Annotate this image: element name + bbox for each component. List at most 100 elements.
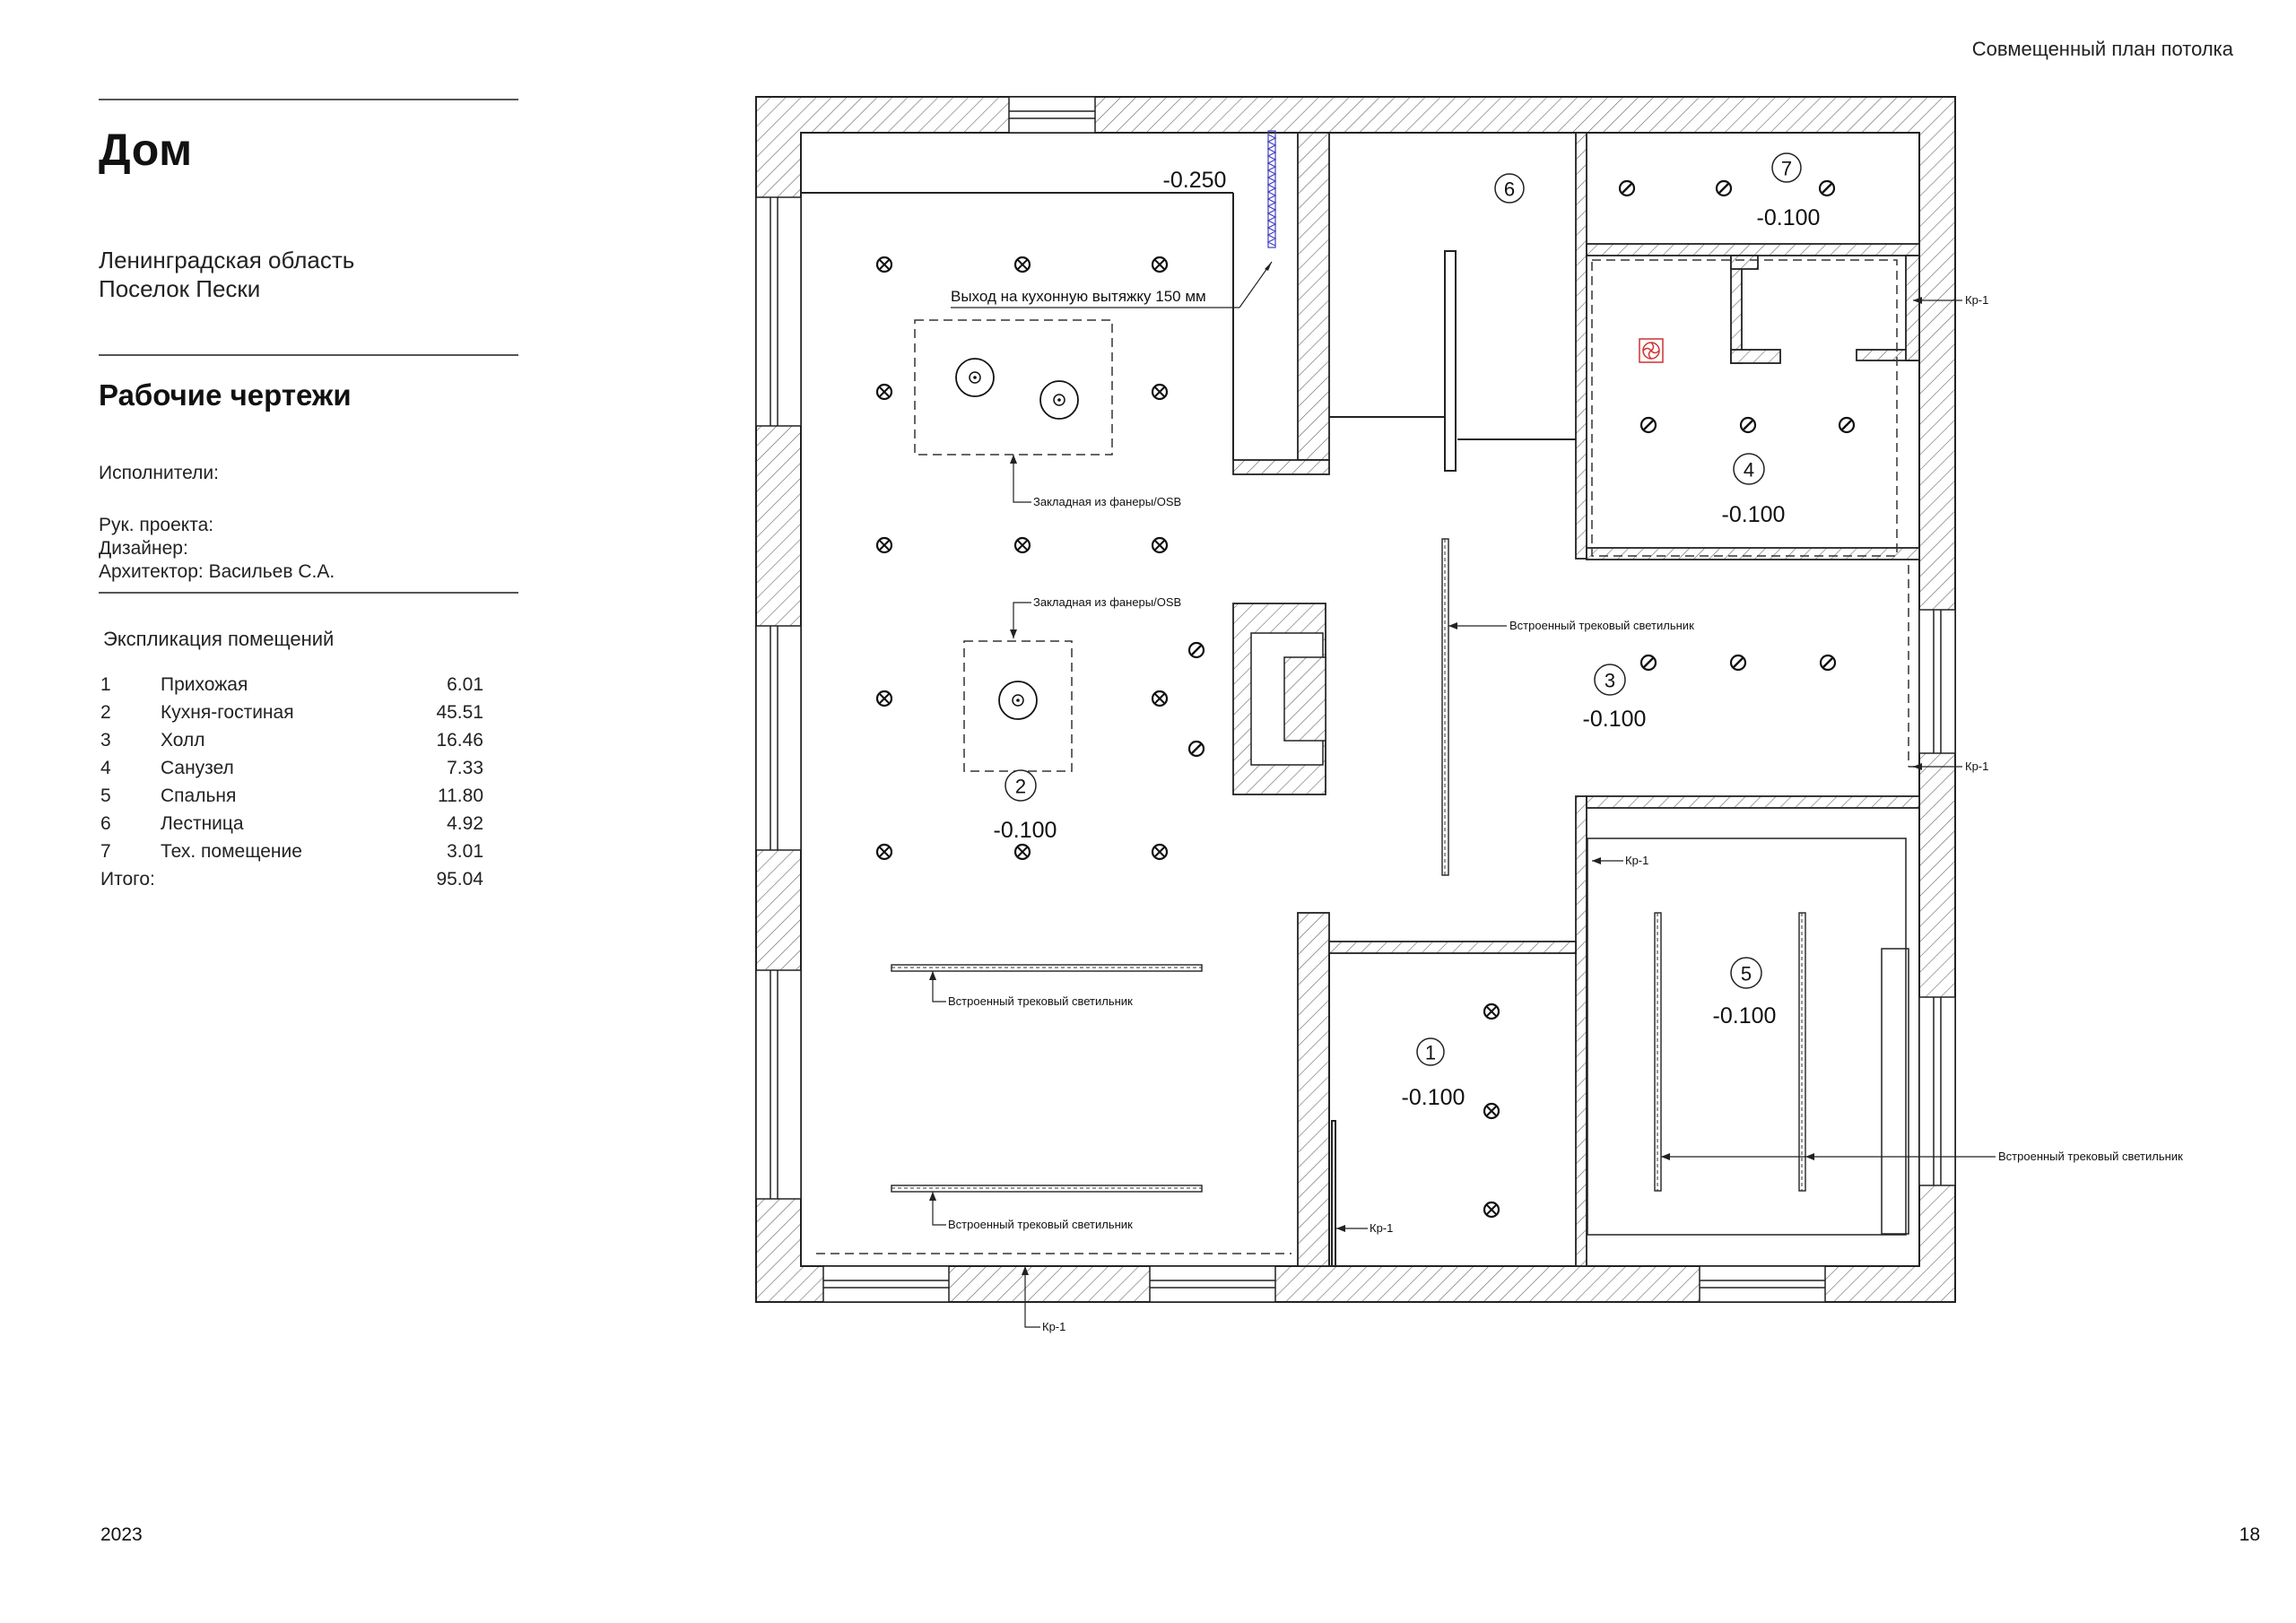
total-label: Итого: <box>100 869 155 890</box>
leader-arrows <box>929 262 1922 1275</box>
performers-label: Исполнители: <box>99 463 219 483</box>
spot-light-icon <box>1819 654 1837 672</box>
level-kitchen-box: -0.250 <box>1163 168 1227 193</box>
room-area: 11.80 <box>438 785 483 806</box>
room-marker-label-2: 2 <box>1015 776 1026 798</box>
spot-light-icon <box>1151 536 1169 554</box>
room-area: 7.33 <box>447 758 483 778</box>
section-title: Рабочие чертежи <box>99 378 352 412</box>
room-marker-label-3: 3 <box>1605 670 1615 692</box>
room-area: 6.01 <box>447 674 483 695</box>
room-number: 2 <box>100 702 111 723</box>
total-area: 95.04 <box>436 869 483 890</box>
room-name: Лестница <box>161 813 244 834</box>
spot-light-icon <box>1838 416 1856 434</box>
spot-light-icon <box>875 536 893 554</box>
track-light-dashes <box>891 539 1803 1191</box>
windows <box>755 96 1956 1303</box>
address-settlement: Поселок Пески <box>99 275 261 302</box>
vent-fan-icon <box>1639 338 1664 363</box>
spot-light-icon <box>875 256 893 273</box>
spot-light-icon <box>1151 843 1169 861</box>
room-marker-1 <box>1416 1037 1445 1066</box>
pendant-light-icon <box>955 358 995 397</box>
level-room-1: -0.100 <box>1402 1085 1465 1110</box>
plywood-annotation-1: Закладная из фанеры/OSB <box>1033 495 1181 508</box>
spot-light-icon <box>1151 690 1169 707</box>
partition-lines <box>801 192 1576 1267</box>
page-title: Дом <box>99 125 193 175</box>
room-marker-label-6: 6 <box>1504 178 1515 201</box>
leader-lines <box>932 261 1996 1328</box>
track-lights <box>891 538 1806 1193</box>
level-room-5: -0.100 <box>1713 1003 1777 1028</box>
hood-duct-icon <box>1266 130 1277 248</box>
room-marker-3 <box>1594 664 1626 696</box>
spot-light-icon <box>1639 654 1657 672</box>
column <box>1232 603 1326 795</box>
page-number: 18 <box>2239 1524 2260 1545</box>
plywood-annotation-2: Закладная из фанеры/OSB <box>1033 595 1181 609</box>
room-number: 1 <box>100 674 111 695</box>
spot-light-icon <box>875 690 893 707</box>
spot-light-icon <box>1715 179 1733 197</box>
table-row: 6 Лестница 4.92 <box>100 810 483 838</box>
room-marker-2 <box>1004 769 1037 802</box>
hood-annotation: Выход на кухонную вытяжку 150 мм <box>951 288 1206 305</box>
track-light-annotation-3: Встроенный трековый светильник <box>1509 619 1694 632</box>
room-name: Холл <box>161 730 205 751</box>
spot-light-icon <box>1151 383 1169 401</box>
kr-annotation-2: Кр-1 <box>1965 759 1988 773</box>
spot-light-icon <box>1483 1102 1500 1120</box>
kr-annotation-5: Кр-1 <box>1042 1320 1065 1333</box>
spot-light-icon <box>1187 641 1205 659</box>
spot-light-icon <box>875 383 893 401</box>
interior-walls <box>1232 132 1920 1267</box>
kr-annotation-1: Кр-1 <box>1965 293 1988 307</box>
table-row: 2 Кухня-гостиная 45.51 <box>100 699 483 726</box>
spot-light-icon <box>1483 1201 1500 1219</box>
kr-annotation-3: Кр-1 <box>1625 854 1648 867</box>
level-room-3: -0.100 <box>1583 707 1647 732</box>
year: 2023 <box>100 1524 143 1545</box>
spot-light-icon <box>1013 256 1031 273</box>
spot-light-icon <box>1639 416 1657 434</box>
room-number: 7 <box>100 841 111 862</box>
room-marker-label-4: 4 <box>1744 459 1754 482</box>
room-number: 6 <box>100 813 111 834</box>
spot-light-icon <box>1818 179 1836 197</box>
spot-light-icon <box>1151 256 1169 273</box>
spot-light-icon <box>1483 1002 1500 1020</box>
room-area: 45.51 <box>436 702 483 723</box>
designer-label: Дизайнер: <box>99 538 188 559</box>
room-markers <box>1004 152 1802 1066</box>
track-light-annotation-2: Встроенный трековый светильник <box>948 1218 1133 1231</box>
table-row-total: Итого: 95.04 <box>100 865 483 893</box>
room-area: 4.92 <box>447 813 483 834</box>
spot-light-icon <box>1013 536 1031 554</box>
level-room-7: -0.100 <box>1757 205 1821 230</box>
divider-bottom <box>99 592 518 594</box>
room-name: Тех. помещение <box>161 841 302 862</box>
room-number: 5 <box>100 785 111 806</box>
track-light-annotation-4: Встроенный трековый светильник <box>1998 1150 2183 1163</box>
spot-light-icon <box>1739 416 1757 434</box>
room-name: Санузел <box>161 758 234 778</box>
architect-label: Архитектор: Васильев С.А. <box>99 561 335 582</box>
dashed-lines <box>816 259 1919 1254</box>
divider-middle <box>99 354 518 356</box>
track-light-annotation-1: Встроенный трековый светильник <box>948 994 1133 1008</box>
room-name: Спальня <box>161 785 237 806</box>
level-room-2: -0.100 <box>994 818 1057 843</box>
room-name: Кухня-гостиная <box>161 702 294 723</box>
spot-light-icon <box>1729 654 1747 672</box>
address-region: Ленинградская область <box>99 247 355 273</box>
room-marker-6 <box>1494 173 1525 204</box>
divider-top <box>99 99 518 100</box>
room-marker-7 <box>1771 152 1802 183</box>
spot-light-icon <box>875 843 893 861</box>
